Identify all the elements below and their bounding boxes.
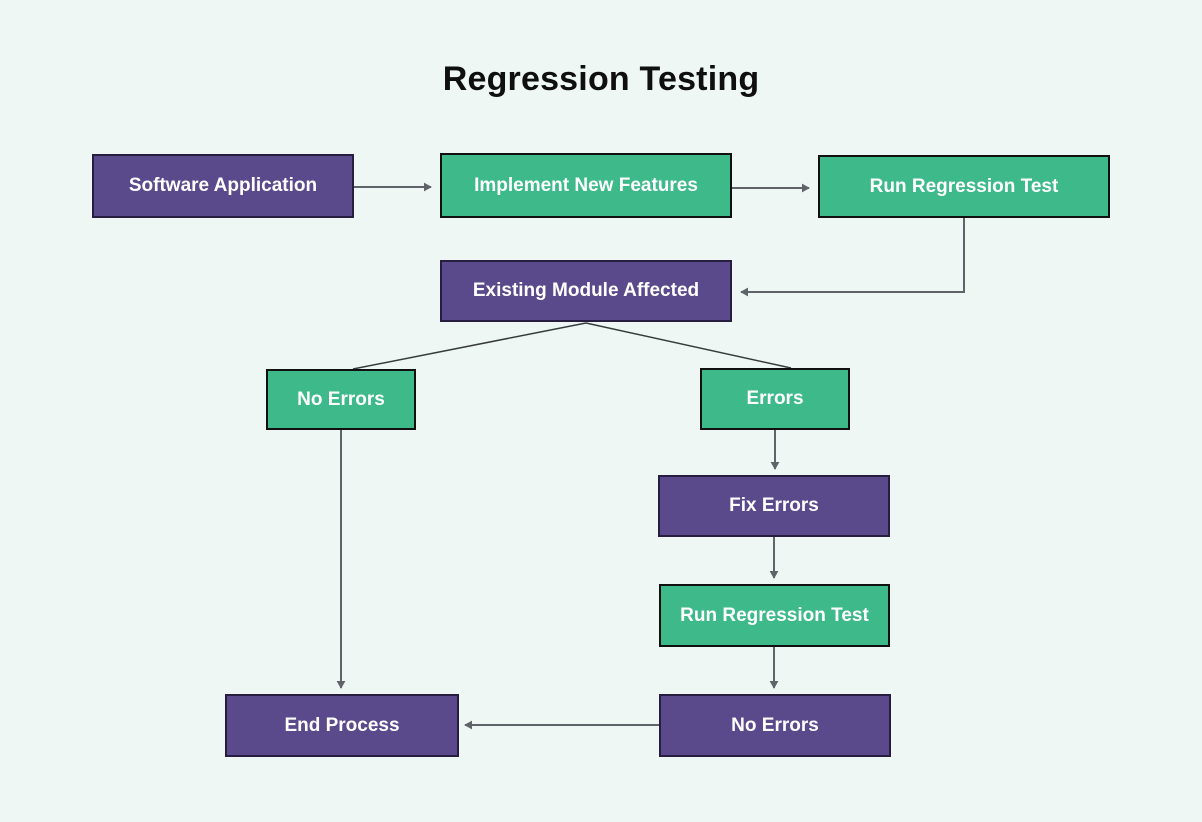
- edge-runtest-to-existing: [740, 218, 965, 297]
- edge-existing-to-noerrors: [352, 322, 587, 370]
- node-label: End Process: [284, 714, 400, 736]
- node-label: Errors: [746, 388, 804, 410]
- node-end-process: End Process: [225, 694, 459, 757]
- node-label: Fix Errors: [729, 495, 819, 517]
- node-fix-errors: Fix Errors: [658, 475, 890, 537]
- node-label: No Errors: [731, 714, 819, 736]
- node-run-regression-test-2: Run Regression Test: [659, 584, 890, 647]
- edge-existing-to-errors: [585, 322, 792, 369]
- node-software-application: Software Application: [92, 154, 354, 218]
- node-label: Run Regression Test: [680, 604, 869, 626]
- node-label: Run Regression Test: [869, 175, 1059, 197]
- node-label: Existing Module Affected: [472, 280, 700, 302]
- node-label: Implement New Features: [474, 174, 698, 196]
- node-existing-module-affected: Existing Module Affected: [440, 260, 732, 322]
- node-run-regression-test-1: Run Regression Test: [818, 155, 1110, 218]
- node-label: No Errors: [297, 388, 385, 410]
- node-implement-new-features: Implement New Features: [440, 153, 732, 218]
- node-label: Software Application: [128, 175, 318, 197]
- diagram-title: Regression Testing: [442, 60, 760, 98]
- node-no-errors-left: No Errors: [266, 369, 416, 430]
- node-errors: Errors: [700, 368, 850, 430]
- node-no-errors-bottom: No Errors: [659, 694, 891, 757]
